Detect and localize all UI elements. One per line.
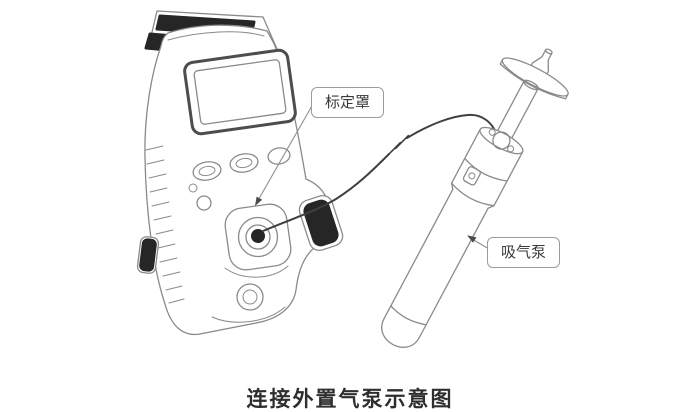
pump-head-sides	[450, 128, 524, 207]
pump-head-bushing	[492, 131, 511, 150]
side-clamp-left-pad	[139, 238, 157, 272]
button-oval-1-inner	[198, 165, 216, 177]
aux-circle-2	[188, 183, 198, 193]
diagram-caption: 连接外置气泵示意图	[246, 388, 454, 411]
callout-suction-pump: 吸气泵	[487, 237, 561, 268]
pump-barrel-bottom	[381, 317, 421, 348]
button-oval-2	[229, 153, 259, 173]
sampling-tube	[262, 113, 498, 232]
detector-illustration	[136, 10, 344, 336]
sensor-ring-outer	[236, 283, 264, 311]
screen-bezel	[183, 48, 297, 136]
pump-shaft	[495, 80, 539, 143]
leader-line-calibration-cap	[258, 103, 314, 200]
button-oval-3	[267, 147, 291, 165]
pump-barrel-sides	[383, 188, 489, 338]
pump-head-top	[479, 126, 524, 155]
inlet-boss	[224, 203, 292, 278]
belt-clip-outline	[148, 10, 278, 50]
button-oval-2-inner	[235, 157, 253, 169]
pump-illustration	[381, 48, 569, 348]
button-oval-1	[192, 161, 222, 181]
bottom-edge-arc	[211, 306, 286, 323]
pump-barrel-ring	[390, 305, 427, 326]
pump-head-screw-2	[507, 145, 515, 153]
callout-leaders	[255, 103, 490, 250]
pump-nozzle	[528, 49, 553, 78]
pump-head-window-detail	[468, 172, 476, 180]
screen-glass	[193, 59, 287, 125]
sampling-tube-segment-2	[406, 113, 498, 139]
aux-circle-1	[196, 195, 212, 211]
tube-break-marks	[386, 134, 410, 157]
pump-step	[450, 182, 495, 209]
tube-adapter-pad	[303, 199, 339, 247]
device-buttons	[188, 147, 291, 211]
inlet-ring-outer	[237, 216, 279, 258]
device-screen	[183, 48, 297, 136]
bottom-sensor	[211, 283, 286, 323]
inlet-port-center	[251, 229, 265, 243]
sensor-ring-inner	[242, 289, 258, 305]
leader-line-suction-pump	[471, 238, 490, 250]
grip-ribs	[145, 145, 185, 304]
pump-flange-rim	[499, 58, 569, 100]
pump-head-window	[462, 166, 481, 186]
pump-head-screw-1	[488, 128, 496, 136]
tube-adapter-right	[298, 194, 344, 252]
pump-head-ring	[464, 157, 508, 182]
device-body-top-edge	[167, 31, 265, 41]
callout-calibration-cap: 标定罩	[311, 87, 385, 118]
inlet-skirt-arc	[224, 265, 289, 278]
pump-shaft-top	[523, 79, 539, 91]
sampling-tube-segment-1	[262, 153, 390, 232]
inlet-ring-mid	[245, 224, 271, 250]
side-clamp-left	[136, 236, 160, 274]
leader-arrow-suction-pump	[467, 235, 477, 243]
leader-arrow-calibration-cap	[255, 196, 263, 206]
